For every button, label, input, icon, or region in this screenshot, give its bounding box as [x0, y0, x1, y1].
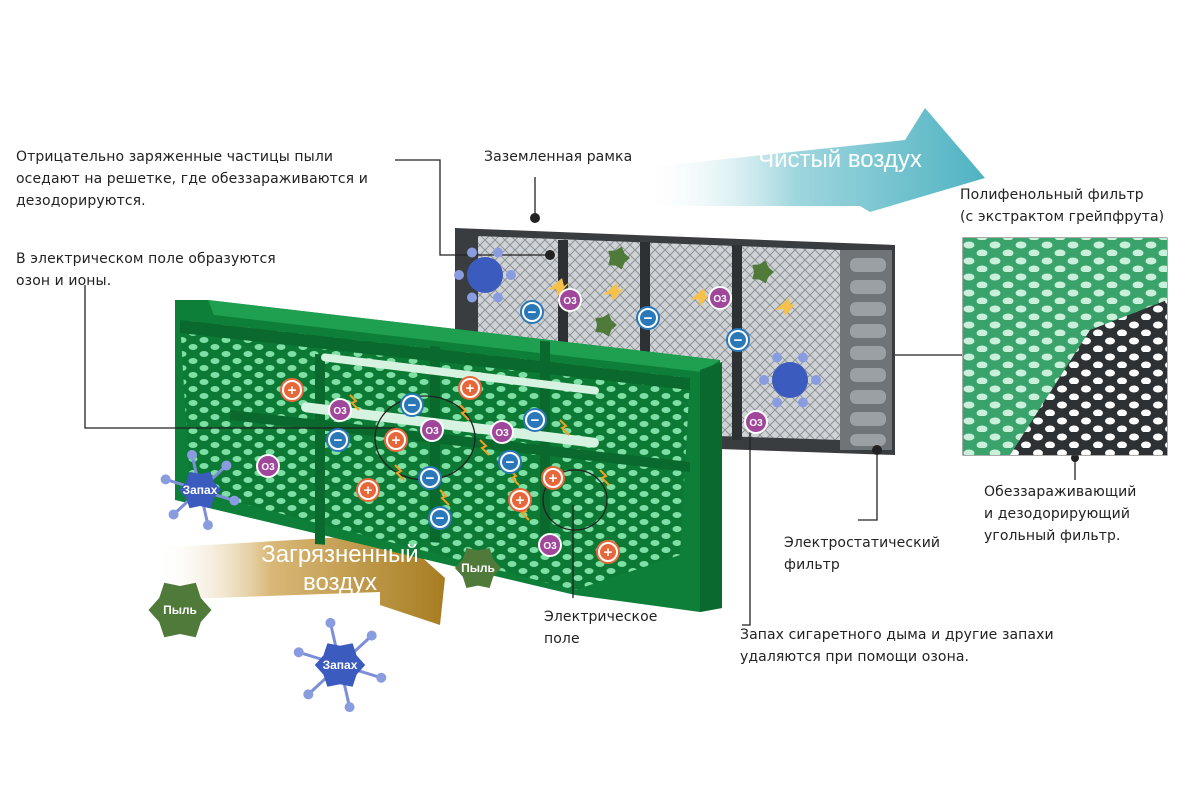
- svg-text:+: +: [364, 482, 373, 499]
- dust-particle-icon: [752, 260, 774, 284]
- svg-text:−: −: [644, 310, 653, 327]
- positive-ion-icon: +: [384, 428, 408, 452]
- negative-ion-icon: −: [326, 428, 350, 452]
- airflow-arrow-icon: [548, 278, 570, 296]
- positive-ion-icon: +: [541, 466, 565, 490]
- svg-text:−: −: [506, 454, 515, 471]
- svg-text:+: +: [466, 380, 475, 397]
- negative-ion-icon: −: [498, 450, 522, 474]
- svg-text:−: −: [334, 432, 343, 449]
- airflow-arrow-icon: [690, 288, 712, 306]
- polyphenol-filter-label: Полифенольный фильтр (с экстрактом грейп…: [960, 187, 1165, 225]
- svg-text:+: +: [392, 432, 401, 449]
- smell-cloud-icon: Запах: [293, 617, 387, 713]
- positive-ion-icon: +: [356, 478, 380, 502]
- ozone-molecule-icon: O3: [708, 286, 732, 310]
- positive-ion-icon: +: [458, 376, 482, 400]
- svg-text:Запах: Запах: [183, 483, 218, 497]
- svg-text:O3: O3: [261, 462, 275, 473]
- airflow-arrow-icon: [603, 283, 625, 301]
- ozone-molecule-icon: O3: [328, 398, 352, 422]
- spark-icon: [599, 469, 610, 486]
- svg-text:−: −: [528, 304, 537, 321]
- svg-text:+: +: [288, 382, 297, 399]
- negative-ion-icon: −: [418, 466, 442, 490]
- svg-text:+: +: [549, 470, 558, 487]
- grounded-frame-label: Заземленная рамка: [484, 149, 633, 165]
- negative-ion-icon: −: [428, 506, 452, 530]
- spark-icon: [439, 489, 450, 506]
- spark-icon: [479, 439, 490, 456]
- svg-text:O3: O3: [495, 428, 509, 439]
- smell-cloud-icon: [454, 247, 516, 303]
- dust-particle-icon: Пыль: [148, 582, 212, 638]
- positive-ion-icon: +: [280, 378, 304, 402]
- dust-particle-icon: Пыль: [454, 548, 502, 588]
- ozone-molecule-icon: O3: [744, 410, 768, 434]
- spark-icon: [394, 464, 405, 481]
- smell-cloud-icon: [759, 352, 821, 408]
- svg-text:O3: O3: [333, 406, 347, 417]
- dirty-air-arrow-label: Загрязненный воздух: [261, 541, 419, 596]
- svg-text:−: −: [436, 510, 445, 527]
- svg-text:−: −: [426, 470, 435, 487]
- negative-particles-label: Отрицательно заряженные частицы пыли осе…: [16, 149, 368, 209]
- svg-text:Пыль: Пыль: [163, 603, 197, 617]
- clean-air-arrow: [640, 108, 985, 212]
- electric-field-label: Электрическое поле: [544, 609, 658, 647]
- negative-ion-icon: −: [726, 328, 750, 352]
- electrostatic-filter-label: Электростатический фильтр: [784, 535, 941, 573]
- positive-ion-icon: +: [508, 488, 532, 512]
- clean-air-arrow-label: Чистый воздух: [758, 146, 922, 173]
- svg-text:−: −: [408, 397, 417, 414]
- airflow-arrow-icon: [775, 298, 797, 316]
- filter-detail-panel: [962, 237, 1168, 456]
- spark-icon: [459, 404, 470, 421]
- svg-text:O3: O3: [563, 296, 577, 307]
- svg-text:Пыль: Пыль: [461, 561, 495, 575]
- svg-text:O3: O3: [713, 294, 727, 305]
- dust-particle-icon: [595, 313, 617, 337]
- negative-ion-icon: −: [400, 393, 424, 417]
- ozone-molecule-icon: O3: [538, 533, 562, 557]
- electric-field-ozone-label: В электрическом поле образуются озон и и…: [16, 251, 276, 289]
- ionizer-unit: [175, 300, 722, 612]
- svg-text:−: −: [734, 332, 743, 349]
- carbon-filter-slats: [840, 250, 892, 450]
- ozone-molecule-icon: O3: [256, 454, 280, 478]
- ozone-molecule-icon: O3: [420, 418, 444, 442]
- dust-particle-icon: [608, 246, 630, 270]
- carbon-filter-label: Обеззараживающий и дезодорирующий угольн…: [984, 484, 1137, 544]
- smell-cloud-icon: Запах: [160, 449, 240, 531]
- svg-text:O3: O3: [425, 426, 439, 437]
- ozone-molecule-icon: O3: [558, 288, 582, 312]
- spark-icon: [349, 394, 360, 411]
- negative-ion-icon: −: [523, 408, 547, 432]
- negative-ion-icon: −: [636, 306, 660, 330]
- ozone-molecule-icon: O3: [490, 420, 514, 444]
- ozone-removal-label: Запах сигаретного дыма и другие запахи у…: [740, 627, 1054, 665]
- svg-text:Запах: Запах: [323, 658, 358, 672]
- svg-text:+: +: [516, 492, 525, 509]
- spark-icon: [559, 419, 570, 436]
- svg-text:−: −: [531, 412, 540, 429]
- svg-text:O3: O3: [543, 541, 557, 552]
- positive-ion-icon: +: [596, 540, 620, 564]
- svg-text:O3: O3: [749, 418, 763, 429]
- svg-text:+: +: [604, 544, 613, 561]
- negative-ion-icon: −: [520, 300, 544, 324]
